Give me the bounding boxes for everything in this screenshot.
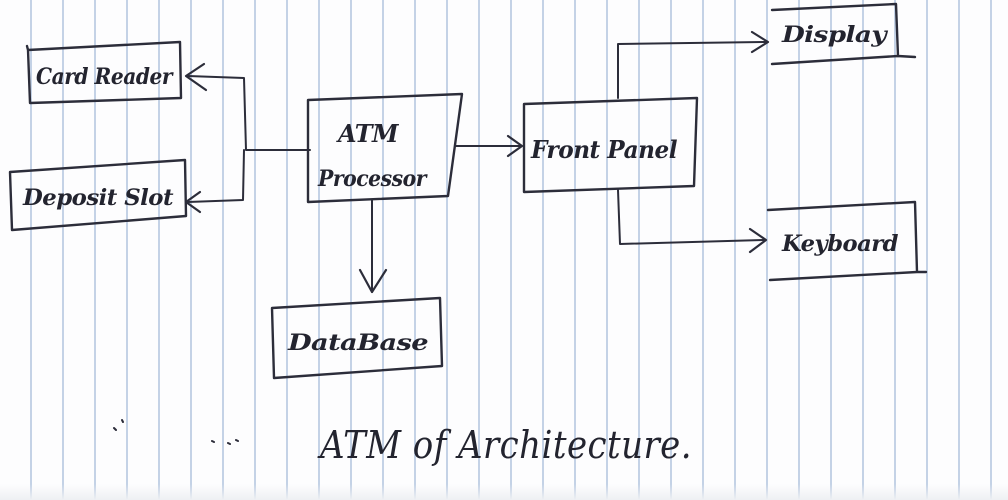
deposit-slot-node: Deposit Slot (8, 158, 188, 232)
database-label: DataBase (287, 330, 429, 356)
front-panel-box (522, 96, 699, 194)
display-node: Display (770, 2, 917, 66)
atm-processor-box (306, 92, 464, 204)
database-box (270, 296, 444, 380)
card-reader-node: Card Reader (25, 40, 183, 105)
front-panel-node: Front Panel (522, 96, 699, 194)
database-node: DataBase (270, 296, 444, 380)
diagram-caption: ATM of Architecture. (317, 423, 692, 467)
card-reader-label: Card Reader (36, 64, 174, 90)
front-panel-label: Front Panel (530, 135, 677, 164)
connector-processor-to-front-panel (454, 134, 524, 158)
keyboard-node: Keyboard (766, 200, 928, 282)
atm-processor-node: ATM Processor (306, 92, 464, 204)
keyboard-label: Keyboard (781, 231, 898, 257)
pen-marks (113, 419, 239, 445)
atm-processor-label-line1: ATM (336, 119, 400, 148)
deposit-slot-box (8, 158, 188, 232)
atm-processor-label-line2: Processor (317, 166, 428, 192)
display-box (770, 2, 917, 66)
connector-processor-to-database (358, 199, 388, 294)
card-reader-box (25, 40, 183, 105)
connector-processor-to-deposit-slot (184, 149, 245, 214)
deposit-slot-label: Deposit Slot (22, 185, 173, 211)
keyboard-box (766, 200, 928, 282)
connector-front-panel-to-keyboard (617, 189, 768, 254)
connector-processor-to-card-reader (184, 62, 311, 151)
connector-front-panel-to-display (617, 30, 770, 99)
display-label: Display (781, 22, 889, 48)
